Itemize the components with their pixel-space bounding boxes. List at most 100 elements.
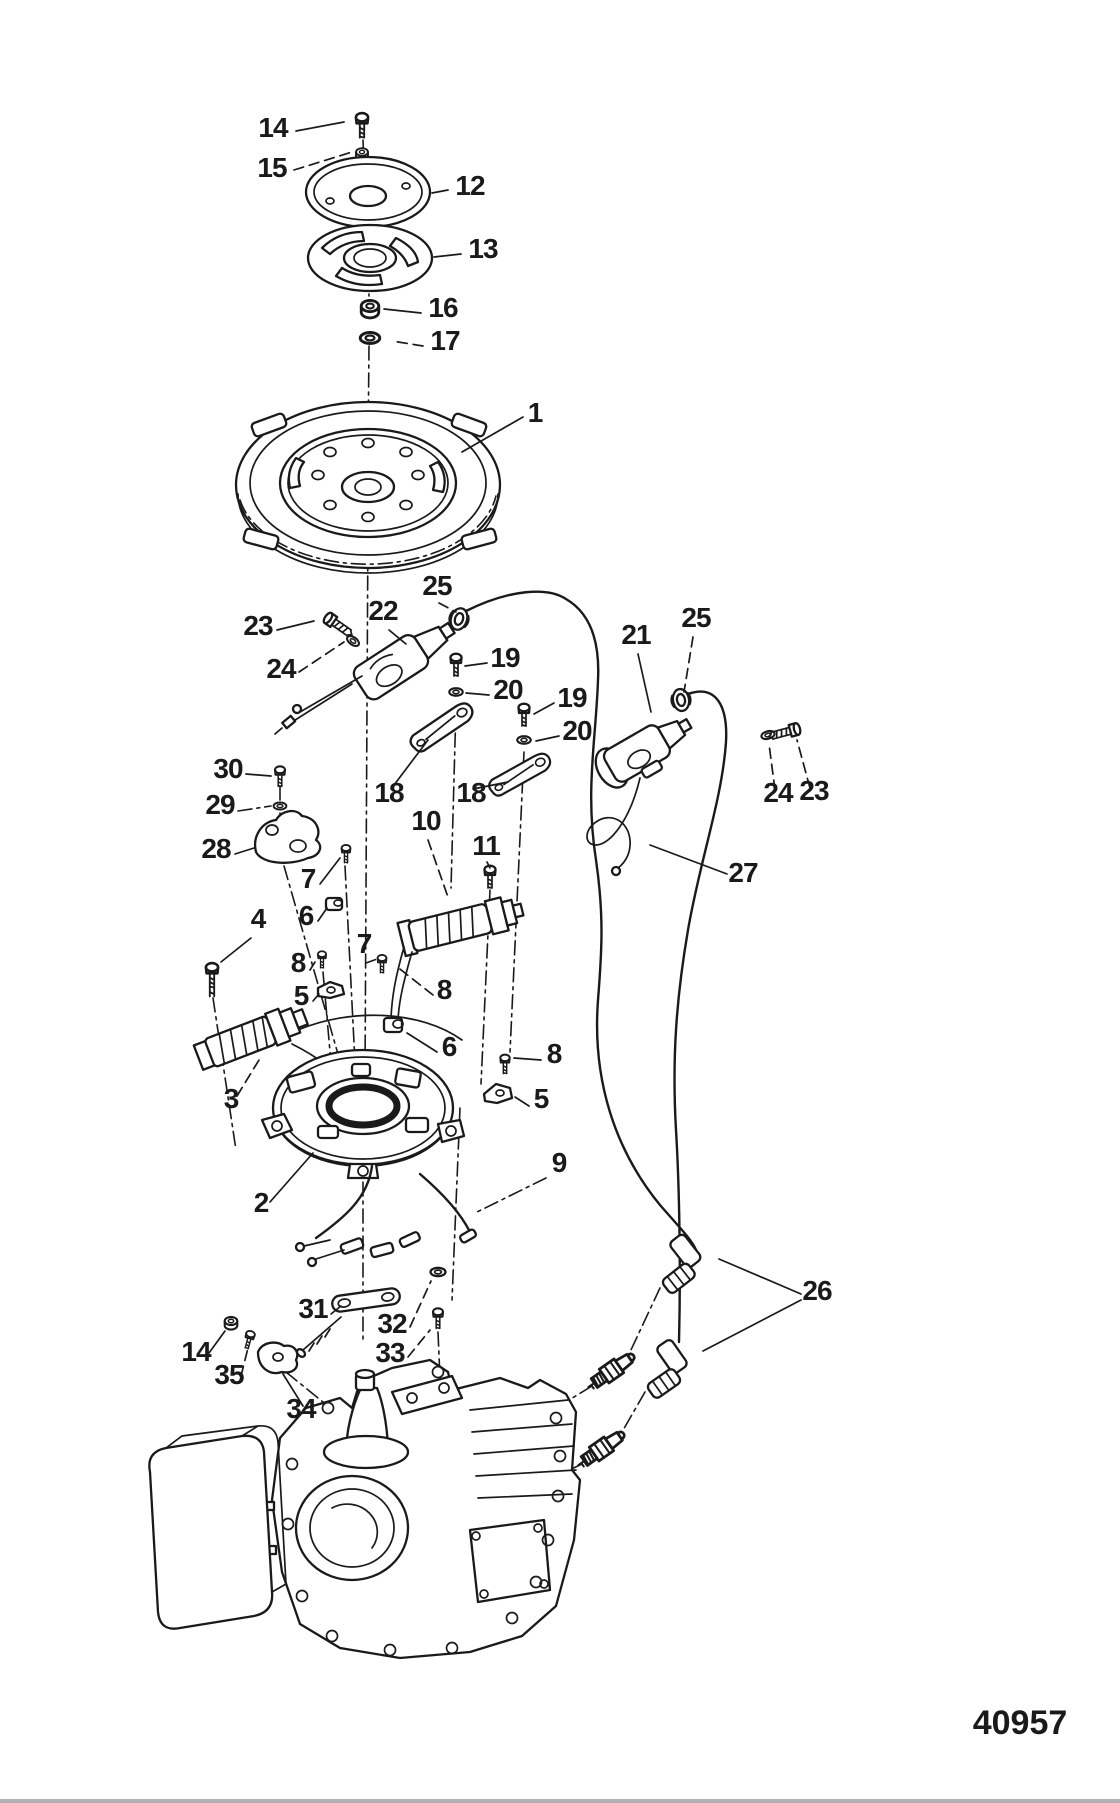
grommet-25-starboard <box>668 686 694 714</box>
friction-plate-12 <box>304 155 432 229</box>
callout-24-starboard: 24 <box>763 777 794 808</box>
flywheel-1 <box>234 400 502 574</box>
callout-16: 16 <box>428 292 458 323</box>
kill-wire-27 <box>586 777 641 877</box>
coil-bracket-18-starboard <box>488 752 552 797</box>
callout-13: 13 <box>468 233 498 264</box>
callout-29: 29 <box>205 789 235 820</box>
spark-plug-upper <box>582 1347 640 1396</box>
screw-4 <box>204 961 220 998</box>
callout-2: 2 <box>254 1187 269 1218</box>
screw-11 <box>483 864 497 890</box>
spark-plug-boot-lower <box>646 1339 688 1399</box>
callout-12: 12 <box>455 170 485 201</box>
callout-28: 28 <box>201 833 231 864</box>
screw-30 <box>274 765 286 788</box>
callout-22: 22 <box>368 595 398 626</box>
callout-30: 30 <box>213 753 243 784</box>
callout-25-port: 25 <box>422 570 452 601</box>
callout-labels: 14 15 12 13 16 17 1 25 22 23 24 19 20 19… <box>181 112 833 1424</box>
callout-26: 26 <box>802 1275 832 1306</box>
washer-17 <box>358 331 382 345</box>
screw-7-left <box>340 844 352 864</box>
starter-cup-13 <box>306 223 434 293</box>
lockwasher-29 <box>272 801 288 811</box>
ground-strap-31 <box>331 1287 401 1313</box>
callout-7-left: 7 <box>301 863 316 894</box>
washer-32 <box>429 1266 447 1278</box>
callout-17: 17 <box>430 325 460 356</box>
bracket-screw-19-port <box>449 652 463 678</box>
ignition-coil-21 <box>594 718 693 789</box>
callout-21: 21 <box>621 619 651 650</box>
callout-4: 4 <box>251 903 267 934</box>
callout-3: 3 <box>224 1083 239 1114</box>
stator-coil-3 <box>192 1007 309 1071</box>
kill-wires-coil-22 <box>274 675 363 735</box>
nut-14-lower <box>223 1315 239 1331</box>
bracket-screw-19-starboard <box>517 702 531 728</box>
leader-lines <box>208 121 811 1407</box>
flywheel-bolt-14 <box>354 111 370 139</box>
lead-wire-port <box>464 590 698 1252</box>
link-screw-34 <box>295 1316 342 1358</box>
bracket-34 <box>256 1341 299 1375</box>
spark-plug-lead-wires <box>464 590 728 1344</box>
callout-6-center: 6 <box>442 1031 457 1062</box>
bracket-washer-20-starboard <box>516 735 532 745</box>
callout-5-left: 5 <box>294 980 309 1011</box>
lockwasher-24-port <box>344 632 362 650</box>
coil-screw-23-starboard <box>766 721 803 744</box>
clamp-6-center <box>382 1016 404 1034</box>
trigger-coil-10 <box>396 896 525 958</box>
callout-33: 33 <box>375 1337 405 1368</box>
screw-8-left <box>317 950 327 969</box>
callout-32: 32 <box>377 1308 407 1339</box>
callout-1: 1 <box>528 397 543 428</box>
callout-20-starboard: 20 <box>562 715 592 746</box>
ignition-coil-22 <box>352 621 456 701</box>
coil-bracket-18-port <box>409 702 474 753</box>
clamp-6-left <box>324 896 344 912</box>
retainer-5-right <box>482 1082 514 1105</box>
callout-8-right: 8 <box>547 1038 562 1069</box>
retainer-5-left <box>316 980 346 1000</box>
callout-15: 15 <box>257 152 287 183</box>
callout-7-center: 7 <box>357 928 372 959</box>
callout-6-left: 6 <box>299 900 314 931</box>
callout-20-port: 20 <box>493 674 523 705</box>
callout-23-port: 23 <box>243 610 273 641</box>
bracket-washer-20-port <box>448 687 464 697</box>
callout-5-right: 5 <box>534 1083 549 1114</box>
callout-25-starboard: 25 <box>681 602 711 633</box>
callout-31: 31 <box>298 1293 328 1324</box>
callout-8-left: 8 <box>291 947 306 978</box>
callout-9: 9 <box>552 1147 567 1178</box>
powerhead-block <box>148 1358 582 1660</box>
trigger-coil-leads <box>390 946 413 1021</box>
callout-35: 35 <box>214 1359 244 1390</box>
callout-23-starboard: 23 <box>799 775 829 806</box>
lead-wire-starboard <box>673 690 728 1344</box>
callout-27: 27 <box>728 857 758 888</box>
callout-19-port: 19 <box>490 642 520 673</box>
spark-plug-boot-upper <box>661 1233 702 1294</box>
callout-14: 14 <box>258 112 289 143</box>
callout-18-starboard: 18 <box>456 777 486 808</box>
callout-14-lower: 14 <box>181 1336 212 1367</box>
callout-8-center: 8 <box>437 974 452 1005</box>
drawing-number: 40957 <box>973 1704 1068 1742</box>
callout-19-starboard: 19 <box>557 682 587 713</box>
callout-11: 11 <box>472 830 500 861</box>
screw-8-right <box>499 1053 511 1075</box>
spark-plug-lower <box>572 1425 630 1474</box>
callout-34: 34 <box>286 1393 317 1424</box>
wire-retainer-28 <box>253 809 322 864</box>
screw-35 <box>241 1329 257 1351</box>
stator-plate-2 <box>260 1048 466 1180</box>
screw-7-center <box>376 954 388 974</box>
callout-18-port: 18 <box>374 777 404 808</box>
footer-rule <box>0 1799 1120 1803</box>
